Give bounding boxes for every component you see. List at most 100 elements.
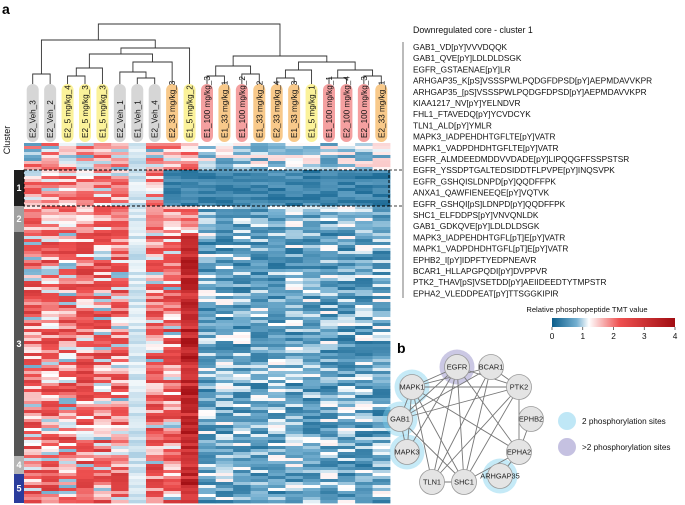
heatmap-cell <box>41 494 60 498</box>
heatmap-cell <box>146 293 164 297</box>
heatmap-cell <box>111 500 129 504</box>
heatmap-cell <box>24 419 42 423</box>
heatmap-cell <box>58 245 77 249</box>
heatmap-cell <box>337 182 356 186</box>
heatmap-cell <box>302 341 321 345</box>
heatmap-cell <box>302 263 321 267</box>
heatmap-cell <box>24 458 42 462</box>
heatmap-cell <box>337 266 356 270</box>
heatmap-cell <box>250 164 269 168</box>
network-node-label: MAPK3 <box>394 448 419 457</box>
heatmap-cell <box>58 419 77 423</box>
heatmap-cell <box>128 278 147 282</box>
heatmap-cell <box>320 335 339 339</box>
heatmap-cell <box>268 308 286 312</box>
heatmap-cell <box>372 191 391 195</box>
heatmap-cell <box>24 401 42 405</box>
heatmap-cell <box>355 413 373 417</box>
peptide-item: TLN1_ALD[pY]YMLR <box>413 120 492 130</box>
heatmap-cell <box>128 239 147 243</box>
heatmap-cell <box>285 458 304 462</box>
heatmap-cell <box>198 497 217 501</box>
heatmap-cell <box>215 425 234 429</box>
heatmap-cell <box>111 167 129 171</box>
heatmap-cell <box>215 230 234 234</box>
heatmap-cell <box>76 428 95 432</box>
heatmap-cell <box>215 467 234 471</box>
heatmap-cell <box>76 479 95 483</box>
heatmap-cell <box>180 239 199 243</box>
heatmap-cell <box>76 227 95 231</box>
heatmap-cell <box>111 152 129 156</box>
heatmap-cell <box>320 332 339 336</box>
heatmap-cell <box>355 437 373 441</box>
heatmap-cell <box>76 185 95 189</box>
heatmap-cell <box>372 167 391 171</box>
heatmap-cell <box>76 395 95 399</box>
heatmap-cell <box>58 290 77 294</box>
heatmap-cell <box>180 449 199 453</box>
heatmap-cell <box>285 167 304 171</box>
heatmap-cell <box>41 191 60 195</box>
heatmap-cell <box>233 314 251 318</box>
sample-label: E1_5 mg/kg_1 <box>305 84 318 142</box>
heatmap-cell <box>58 212 77 216</box>
heatmap-cell <box>302 191 321 195</box>
heatmap-cell <box>111 299 129 303</box>
heatmap-cell <box>198 398 217 402</box>
heatmap-cell <box>180 488 199 492</box>
heatmap-cell <box>24 365 42 369</box>
heatmap-cell <box>128 242 147 246</box>
heatmap-cell <box>215 290 234 294</box>
heatmap-cell <box>320 308 339 312</box>
heatmap-cell <box>372 260 391 264</box>
heatmap-cell <box>268 428 286 432</box>
heatmap-cell <box>372 209 391 213</box>
heatmap-cell <box>163 368 182 372</box>
heatmap-cell <box>233 386 251 390</box>
heatmap-cell <box>41 389 60 393</box>
heatmap-cell <box>111 401 129 405</box>
heatmap-cell <box>372 248 391 252</box>
heatmap-cell <box>128 392 147 396</box>
heatmap-cell <box>180 251 199 255</box>
heatmap-cell <box>24 152 42 156</box>
heatmap-cell <box>24 392 42 396</box>
heatmap-cell <box>58 356 77 360</box>
heatmap-cell <box>128 371 147 375</box>
heatmap-cell <box>111 185 129 189</box>
network-node-label: EPHB2 <box>519 415 543 424</box>
heatmap-cell <box>215 170 234 174</box>
heatmap-cell <box>215 410 234 414</box>
heatmap-cell <box>355 335 373 339</box>
heatmap-cell <box>215 260 234 264</box>
heatmap-cell <box>320 329 339 333</box>
heatmap-cell <box>215 479 234 483</box>
heatmap-cell <box>180 188 199 192</box>
heatmap-cell <box>285 224 304 228</box>
heatmap-cell <box>163 344 182 348</box>
heatmap-cell <box>198 311 217 315</box>
heatmap-cell <box>111 272 129 276</box>
heatmap-cell <box>180 158 199 162</box>
heatmap-cell <box>24 431 42 435</box>
heatmap-cell <box>285 161 304 165</box>
heatmap-cell <box>41 254 60 258</box>
heatmap-cell <box>302 287 321 291</box>
heatmap-cell <box>302 383 321 387</box>
network-edge <box>411 386 465 483</box>
network-edge <box>406 366 458 453</box>
heatmap-cell <box>337 473 356 477</box>
heatmap-cell <box>337 176 356 180</box>
heatmap-cell <box>302 215 321 219</box>
heatmap-cell <box>76 284 95 288</box>
heatmap-cell <box>58 314 77 318</box>
heatmap-cell <box>58 437 77 441</box>
heatmap-cell <box>285 308 304 312</box>
heatmap-cell <box>128 260 147 264</box>
heatmap-cell <box>268 230 286 234</box>
heatmap-cell <box>285 233 304 237</box>
heatmap-cell <box>24 473 42 477</box>
heatmap-cell <box>128 410 147 414</box>
heatmap-cell <box>24 341 42 345</box>
